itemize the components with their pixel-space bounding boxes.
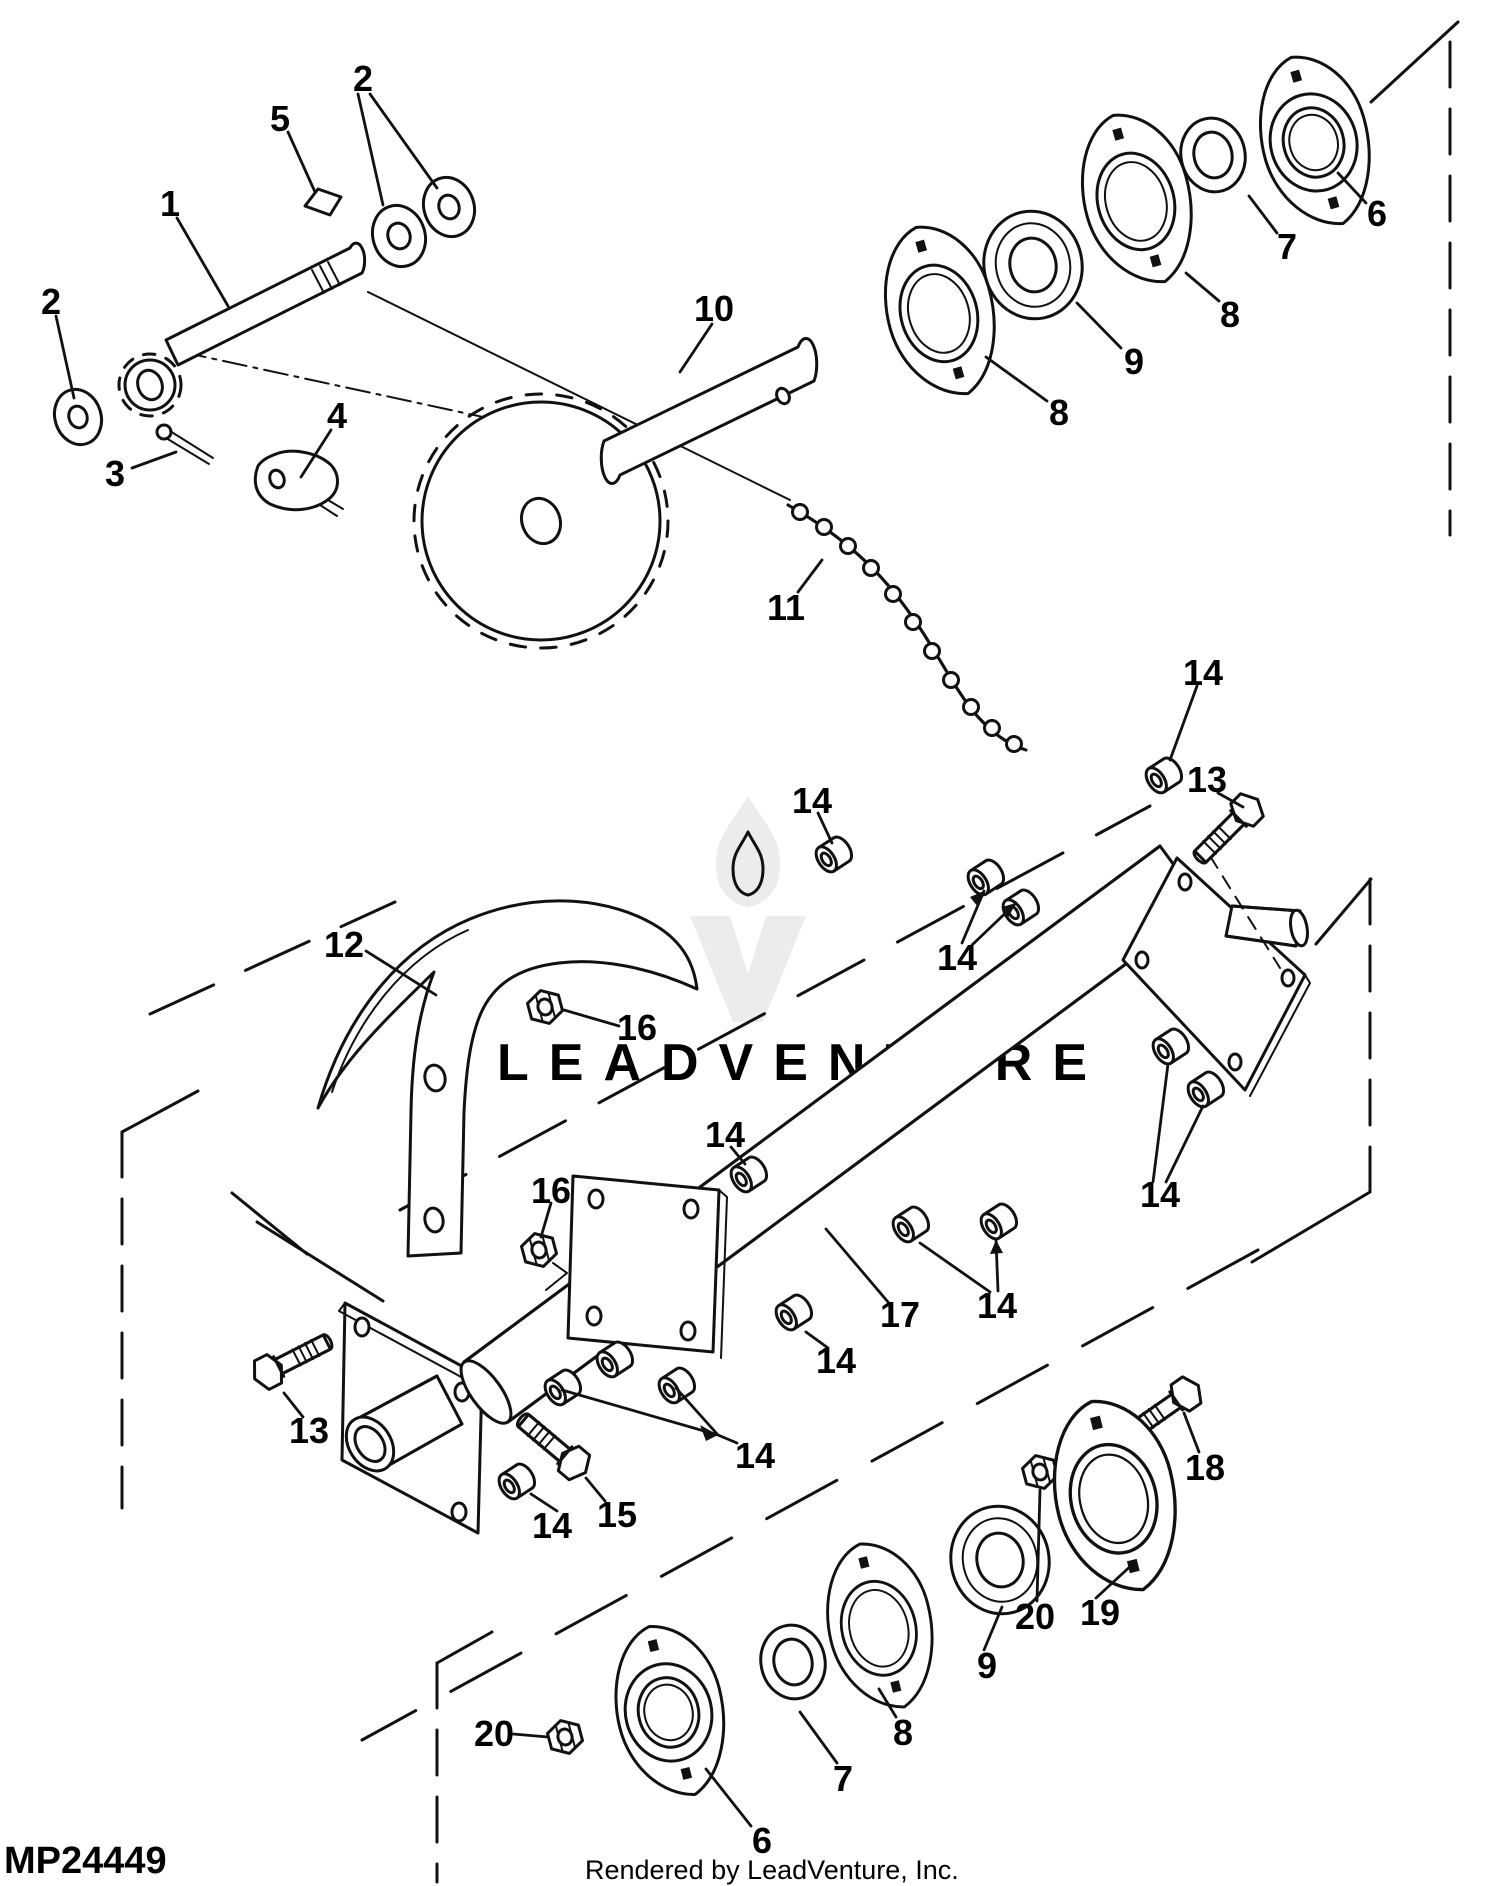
leadventure-flame-icon <box>690 796 806 1022</box>
callout-14: 14 <box>705 1114 745 1155</box>
callout-14: 14 <box>977 1285 1017 1326</box>
callout-12: 12 <box>324 924 364 965</box>
callout-15: 15 <box>597 1494 637 1535</box>
callout-14: 14 <box>937 937 977 978</box>
document-id: MP24449 <box>4 1840 167 1882</box>
callout-6: 6 <box>1367 193 1387 234</box>
callout-14: 14 <box>532 1505 572 1546</box>
callout-14: 14 <box>816 1340 856 1381</box>
callout-5: 5 <box>270 98 290 139</box>
chain-part-11 <box>786 503 1028 753</box>
nut-part-20 <box>543 1714 587 1760</box>
nut-part-16 <box>523 984 567 1030</box>
callout-3: 3 <box>105 453 125 494</box>
nuts <box>517 984 1062 1760</box>
bolt-part-13 <box>1184 786 1271 873</box>
callout-8: 8 <box>893 1712 913 1753</box>
callout-4: 4 <box>327 395 347 436</box>
callout-18: 18 <box>1185 1447 1225 1488</box>
nut-part-16 <box>517 1227 561 1273</box>
callout-20: 20 <box>474 1713 514 1754</box>
callout-9: 9 <box>977 1645 997 1686</box>
callout-7: 7 <box>833 1758 853 1799</box>
callout-7: 7 <box>1277 226 1297 267</box>
callout-1: 1 <box>160 183 180 224</box>
footer-credit: Rendered by LeadVenture, Inc. <box>585 1855 959 1885</box>
callout-14: 14 <box>735 1435 775 1476</box>
top-assembly <box>52 175 1028 753</box>
shaft-part-1 <box>164 241 367 367</box>
shaft-part-10 <box>599 337 819 485</box>
lock-part-4 <box>253 449 344 517</box>
leader-lines <box>54 92 1368 1828</box>
callout-16: 16 <box>617 1007 657 1048</box>
lower-assembly <box>245 752 1311 1760</box>
callout-13: 13 <box>289 1410 329 1451</box>
seal-part-7 <box>752 1617 834 1707</box>
callout-17: 17 <box>880 1294 920 1335</box>
callout-8: 8 <box>1220 294 1240 335</box>
callout-19: 19 <box>1080 1592 1120 1633</box>
blade-part-12 <box>316 899 699 1258</box>
callout-14: 14 <box>1140 1174 1180 1215</box>
cotter-pin-part-3 <box>155 423 214 465</box>
callout-9: 9 <box>1124 341 1144 382</box>
callout-16: 16 <box>531 1170 571 1211</box>
callout-13: 13 <box>1187 759 1227 800</box>
callout-20: 20 <box>1015 1596 1055 1637</box>
callout-11: 11 <box>767 587 805 628</box>
right-plate <box>1121 855 1311 1097</box>
callout-2: 2 <box>353 58 373 99</box>
bolt-part-13 <box>245 1324 340 1395</box>
callout-2: 2 <box>41 281 61 322</box>
center-line <box>181 351 521 426</box>
callout-14: 14 <box>792 780 832 821</box>
boundary-lines <box>120 20 1460 1884</box>
callout-8: 8 <box>1049 392 1069 433</box>
callout-14: 14 <box>1183 652 1223 693</box>
middle-plate <box>566 1174 728 1359</box>
left-plate <box>338 1301 484 1535</box>
small-sprocket <box>117 352 183 418</box>
callout-6: 6 <box>752 1820 772 1861</box>
washer-part-2 <box>52 175 477 447</box>
key-part-5 <box>303 187 343 217</box>
flange-part-6 <box>596 1612 745 1810</box>
callout-10: 10 <box>694 288 734 329</box>
flange-part-19 <box>1032 1385 1199 1607</box>
